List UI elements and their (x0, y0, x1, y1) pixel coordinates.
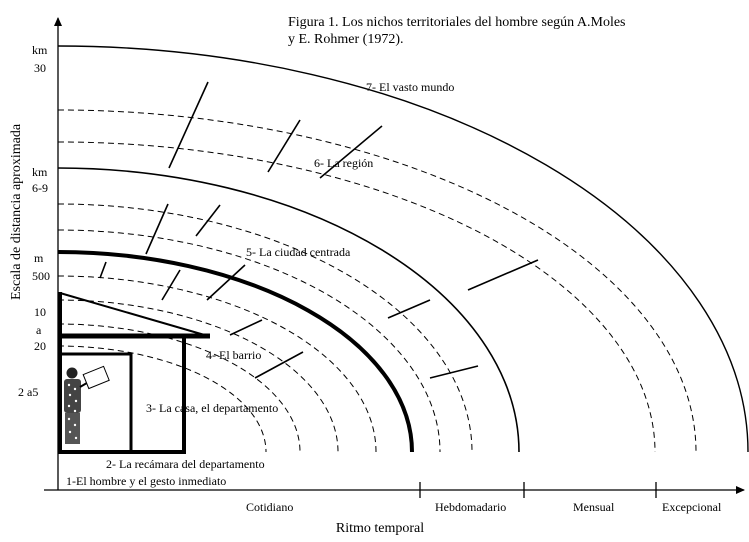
arc-dashed-g (57, 323, 301, 453)
human-figure-icon (64, 365, 110, 444)
x-tick-hebdomadario: Hebdomadario (435, 500, 506, 514)
y-tick-30: 30 (34, 61, 46, 75)
x-axis-title: Ritmo temporal (336, 521, 424, 536)
radial-ticks (99, 81, 539, 379)
arcs (57, 45, 749, 453)
house-outline (58, 292, 210, 454)
x-tick-mensual: Mensual (573, 500, 615, 514)
y-tick-km-1: km (32, 43, 48, 57)
arc-middle-solid (57, 167, 520, 453)
arc-dashed-d (57, 229, 441, 453)
y-tick-20: 20 (34, 339, 46, 353)
y-tick-2a5: 2 a5 (18, 385, 38, 399)
arc-dashed-b (57, 141, 656, 453)
y-tick-a: a (36, 323, 42, 337)
niche-5-label: 5- La ciudad centrada (246, 245, 351, 259)
x-tick-excepcional: Excepcional (662, 500, 722, 514)
y-tick-m: m (34, 251, 44, 265)
y-tick-500: 500 (32, 269, 50, 283)
arc-city-thick (57, 250, 414, 453)
figure-title-line-2: y E. Rohmer (1972). (288, 32, 403, 47)
x-tick-cotidiano: Cotidiano (246, 500, 293, 514)
arc-dashed-f (57, 299, 339, 453)
niche-1-label: 1-El hombre y el gesto inmediato (66, 474, 226, 488)
y-tick-6-9: 6-9 (32, 181, 48, 195)
room-box (58, 352, 133, 454)
niche-3-label: 3- La casa, el departamento (146, 401, 278, 415)
y-tick-10: 10 (34, 305, 46, 319)
niche-2-label: 2- La recámara del departamento (106, 457, 265, 471)
figure-body (64, 379, 81, 413)
y-tick-km-2: km (32, 165, 48, 179)
arc-dashed-h (57, 345, 267, 453)
figure-head (66, 367, 78, 379)
y-axis-title: Escala de distancia aproximada (9, 123, 24, 300)
niche-7-label: 7- El vasto mundo (366, 80, 454, 94)
figure-legs (65, 413, 80, 444)
arc-dashed-c (57, 203, 473, 453)
arc-dashed-e (57, 275, 377, 453)
arc-outer-solid (57, 45, 749, 453)
arc-dashed-a (57, 109, 697, 453)
house-roof (59, 292, 209, 337)
figure-paper (82, 365, 110, 390)
niche-4-label: 4- El barrio (206, 348, 261, 362)
figure-title-line-1: Figura 1. Los nichos territoriales del h… (288, 15, 626, 30)
niche-6-label: 6- La región (314, 156, 373, 170)
